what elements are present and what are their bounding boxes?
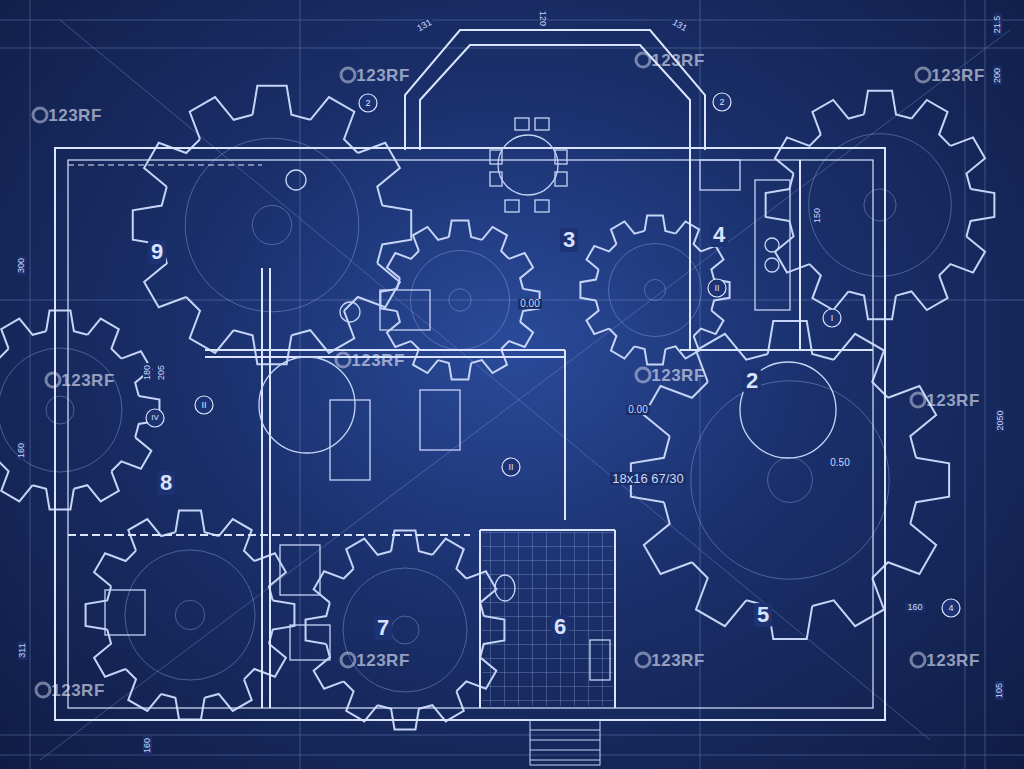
room-number: 3 (560, 228, 578, 252)
dimension-label: 150 (814, 205, 823, 224)
dimension-label: 131 (415, 16, 436, 33)
marker-label: 4 (948, 604, 953, 613)
dimension-label: 0.00 (626, 405, 649, 415)
marker-label: I (831, 314, 834, 323)
dimension-label: 300 (18, 255, 27, 274)
dimension-label: 205 (158, 362, 167, 381)
room-number: 2 (743, 369, 761, 393)
dimension-label: 311 (17, 641, 26, 659)
room-number: 8 (157, 471, 175, 495)
watermark: 123RF (931, 67, 985, 84)
marker-circles (146, 93, 960, 617)
furniture (105, 118, 836, 680)
bathroom-tiles (482, 532, 613, 706)
dimension-label: 105 (996, 680, 1005, 699)
watermark: 123RF (61, 372, 115, 389)
room-number: 5 (754, 603, 772, 627)
room-number: 7 (374, 616, 392, 640)
watermark: 123RF (51, 682, 105, 699)
stairs (530, 720, 600, 765)
watermark: 123RF (926, 652, 980, 669)
dimension-label: 2050 (996, 408, 1005, 432)
watermark: 123RF (651, 52, 705, 69)
watermark: 123RF (651, 652, 705, 669)
dimension-label: 131 (670, 16, 691, 33)
dimension-label: 200 (994, 65, 1003, 84)
dimension-label: 0.50 (828, 458, 851, 468)
walls (55, 30, 885, 720)
watermark: 123RF (356, 67, 410, 84)
marker-label: II (508, 463, 513, 472)
dimension-label: 160 (905, 603, 924, 612)
watermark: 123RF (356, 652, 410, 669)
marker-label: 2 (365, 99, 370, 108)
room-number: 9 (148, 240, 166, 264)
room-number: 4 (710, 223, 728, 247)
marker-label: 2 (719, 98, 724, 107)
watermark: 123RF (926, 392, 980, 409)
marker-label: II (714, 284, 719, 293)
watermark: 123RF (651, 367, 705, 384)
watermark: 123RF (351, 352, 405, 369)
dimension-label: 180 (144, 362, 153, 381)
gears (0, 85, 995, 730)
dimension-label: 160 (144, 735, 153, 754)
room-number: 6 (551, 615, 569, 639)
dimension-label: 120 (539, 8, 548, 27)
marker-label: II (201, 401, 206, 410)
dimension-label: 0.00 (518, 299, 541, 309)
watermark: 123RF (48, 107, 102, 124)
watermark-logos (33, 53, 930, 697)
dimension-label: 160 (18, 440, 27, 459)
dimension-label: 21.5 (994, 13, 1003, 35)
marker-label: IV (151, 414, 159, 422)
dimension-label: 18x16 67/30 (610, 472, 686, 485)
